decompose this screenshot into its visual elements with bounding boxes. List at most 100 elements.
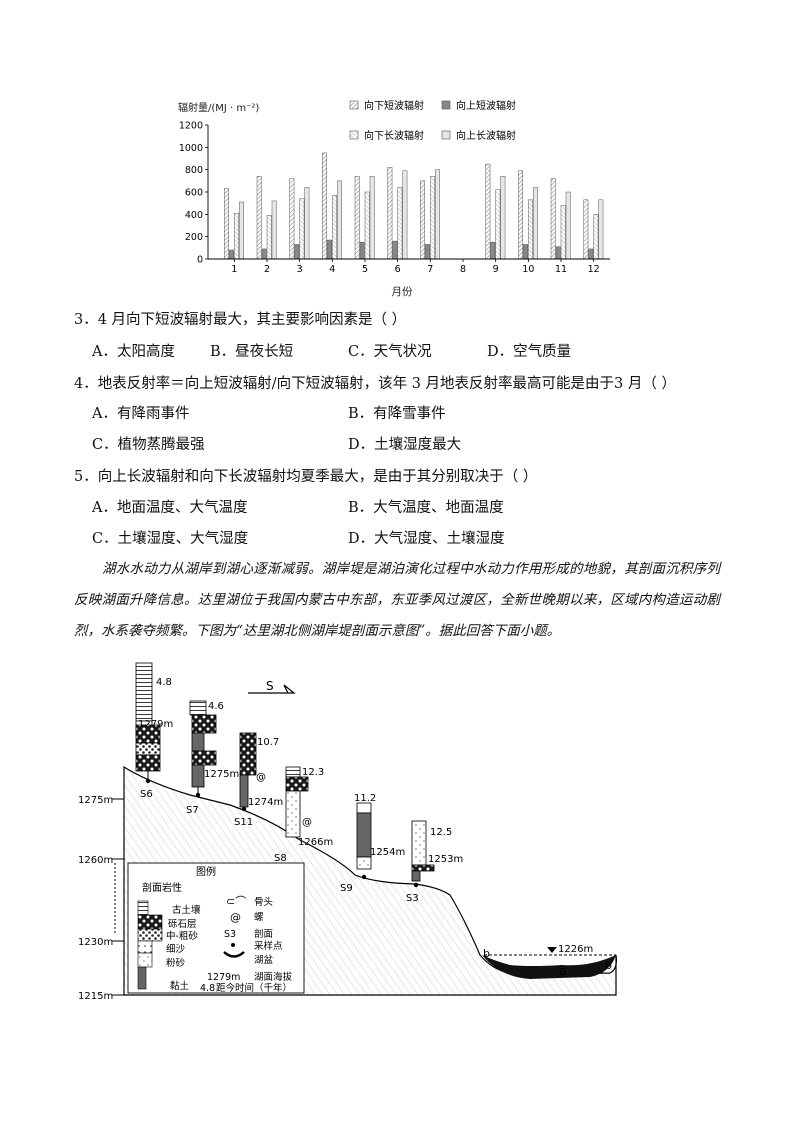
q5-option-b[interactable]: B．大气温度、地面温度	[348, 500, 504, 516]
direction-arrow	[248, 684, 296, 694]
bar-2	[588, 248, 594, 260]
bar-2	[490, 242, 496, 260]
point-b-left: b	[483, 947, 490, 960]
bar-2	[392, 240, 398, 260]
q3-option-d[interactable]: D．空气质量	[487, 344, 572, 360]
x-tick-label: 11	[555, 264, 567, 275]
bar-4	[435, 169, 440, 260]
bar-3	[560, 205, 566, 260]
s9-id: S9	[340, 883, 353, 894]
bar-4	[402, 170, 408, 260]
s11-elev: 1274m	[248, 797, 283, 808]
bar-4	[271, 200, 277, 260]
bar-2	[555, 246, 561, 260]
snail-icon: @	[230, 911, 241, 924]
bar-1	[518, 170, 523, 260]
legend-profile: 剖面	[254, 928, 273, 940]
x-tick-label: 8	[460, 264, 466, 275]
bar-2	[425, 244, 430, 260]
bar-4	[304, 187, 310, 260]
bar-3	[528, 199, 533, 260]
lake-basin-icon	[223, 951, 245, 958]
s3-id: S3	[406, 893, 419, 904]
y-tick-label: 600	[185, 188, 203, 199]
x-tick-label: 10	[522, 264, 534, 275]
s8-id: S8	[274, 853, 287, 864]
lake-level-marker	[547, 947, 557, 953]
x-tick-label: 12	[588, 264, 600, 275]
x-tick-label: 9	[493, 264, 499, 275]
legend-symbol-elev: 1279m	[207, 972, 240, 983]
s9-elev: 1254m	[370, 847, 405, 858]
s11-age: 10.7	[257, 737, 279, 748]
q4-option-b[interactable]: B．有降雪事件	[348, 406, 446, 422]
s6-elev: 1279m	[138, 719, 173, 730]
bar-4	[239, 201, 244, 260]
q5-option-d[interactable]: D．大气湿度、土壤湿度	[348, 531, 505, 547]
legend-title: 图例	[196, 865, 216, 878]
legend-swatch	[441, 130, 451, 140]
bar-1	[583, 199, 589, 260]
bar-1	[354, 176, 360, 260]
x-axis-label: 月份	[392, 286, 413, 298]
s6-age: 4.8	[156, 677, 172, 688]
legend-swatch	[349, 100, 359, 110]
q5-option-a[interactable]: A．地面温度、大气温度	[92, 500, 248, 516]
elev-1275: 1275m	[78, 795, 113, 806]
bar-2	[359, 242, 365, 260]
x-tick-label: 6	[395, 264, 401, 275]
s7-elev: 1275m	[204, 769, 239, 780]
q3-option-b[interactable]: B．昼夜长短	[210, 344, 294, 360]
s8-elev: 1266m	[298, 837, 333, 848]
section-s11: 10.7 1274m S11	[234, 732, 283, 828]
s11-id: S11	[234, 817, 253, 828]
legend-symbol-age: 4.8	[200, 983, 215, 994]
section-s6: 4.8 1279m S6	[135, 662, 173, 800]
legend-paleosol: 古土壤	[172, 904, 201, 916]
bar-3	[430, 176, 435, 260]
bone-icon: ⊂⌒	[226, 895, 246, 908]
q4-option-a[interactable]: A．有降雨事件	[92, 406, 190, 422]
legend-label: 向下短波辐射	[364, 99, 424, 112]
y-tick-label: 0	[197, 255, 203, 266]
x-tick-label: 4	[329, 264, 335, 275]
snail-icon: @	[302, 817, 312, 828]
bar-3	[332, 195, 337, 260]
s8-age: 12.3	[302, 767, 324, 778]
point-a: a	[559, 964, 566, 978]
bar-1	[550, 178, 556, 260]
question-5-stem: 5．向上长波辐射和向下长波辐射均夏季最大，是由于其分别取决于（ ）	[74, 469, 538, 485]
q3-option-a[interactable]: A．太阳高度	[92, 344, 175, 360]
q4-option-c[interactable]: C．植物蒸腾最强	[92, 437, 205, 453]
legend-fine-sand: 细沙	[166, 943, 186, 955]
bar-1	[256, 176, 262, 260]
diagram-legend: 图例 剖面岩性 古土壤 砾石层 中-粗砂 细沙 粉砂 黏土 ⊂⌒ @ S3 12…	[127, 862, 305, 994]
bar-4	[337, 180, 342, 260]
bar-1	[485, 163, 491, 260]
q4-option-d[interactable]: D．土壤湿度最大	[348, 437, 462, 453]
question-4-stem: 4．地表反射率＝向上短波辐射/向下短波辐射，该年 3 月地表反射率最高可能是由于…	[74, 376, 676, 392]
bar-3	[266, 215, 272, 260]
y-tick-label: 1200	[179, 121, 203, 132]
lake-level-label: 1226m	[558, 944, 593, 955]
legend-age: 距今时间（千年）	[216, 982, 292, 994]
x-tick-label: 7	[427, 264, 433, 275]
x-tick-label: 1	[231, 264, 237, 275]
bar-1	[420, 180, 425, 260]
s3-elev: 1253m	[428, 854, 463, 865]
legend-lake-elev: 湖面海拔	[254, 971, 293, 983]
bar-4	[369, 176, 375, 260]
x-tick-label: 2	[264, 264, 270, 275]
lake-embankment-profile-diagram: 1275m 1260m 1230m 1215m b a b 1226m S 4.…	[78, 662, 617, 1002]
legend-swatch	[349, 130, 359, 140]
q3-option-c[interactable]: C．天气状况	[348, 344, 432, 360]
bar-3	[593, 214, 599, 260]
q5-option-c[interactable]: C．土壤湿度、大气湿度	[92, 531, 249, 547]
legend-silt: 粉砂	[166, 957, 186, 969]
legend-coarse-sand: 中-粗砂	[166, 930, 198, 942]
bar-3	[364, 191, 370, 260]
legend-label: 向下长波辐射	[364, 129, 424, 142]
bar-2	[294, 244, 300, 260]
bar-2	[327, 239, 332, 260]
